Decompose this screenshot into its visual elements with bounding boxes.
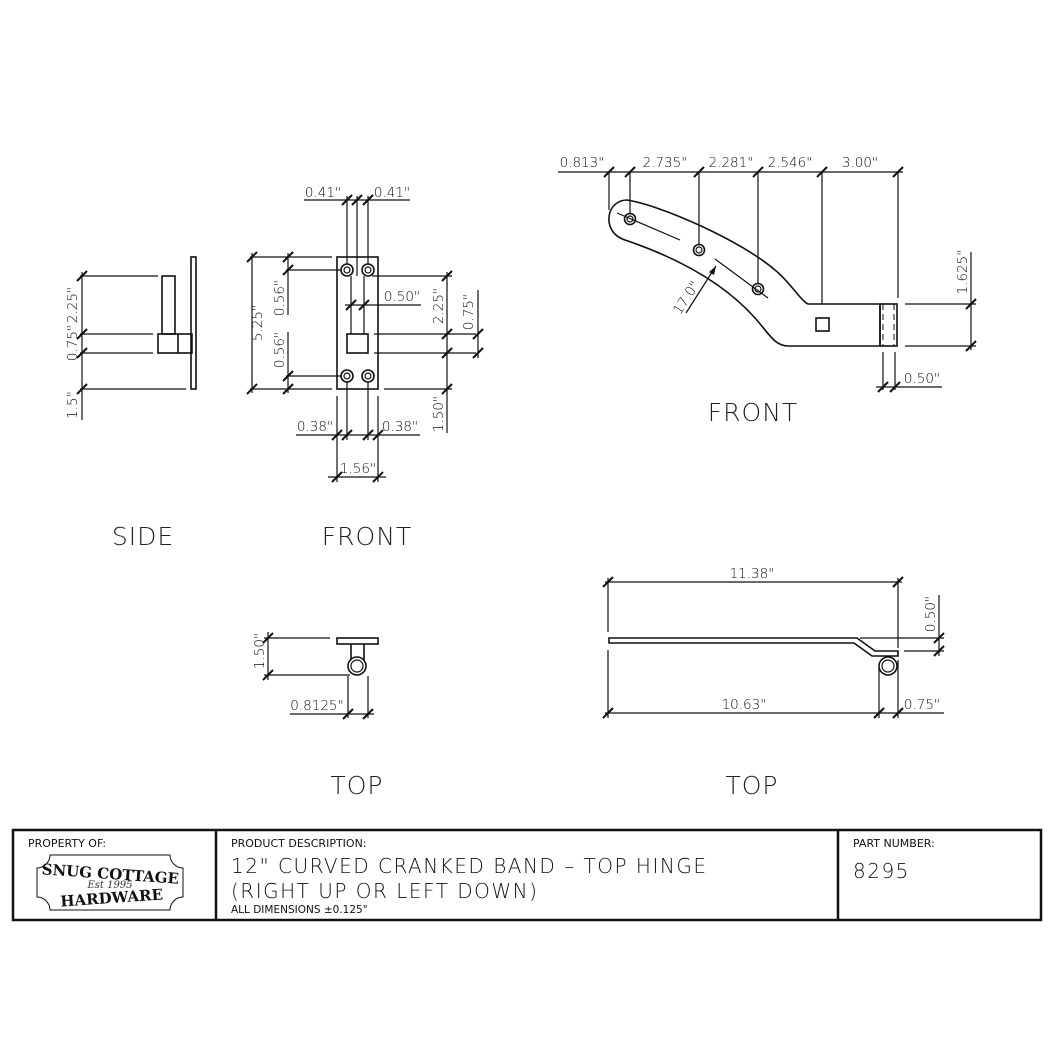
top-band-dim-strap: 10.63" [722, 697, 767, 713]
front-plate-body [336, 256, 379, 390]
band-dim-seg1: 0.813" [560, 155, 605, 171]
front-dim-pin-width: 0.50" [384, 289, 420, 305]
logo-est: Est 1995 [86, 880, 132, 891]
band-dim-radius: 17.0" [670, 278, 703, 317]
top-band-dim-knuckle: 0.75" [904, 697, 940, 713]
band-dim-seg4: 2.546" [768, 155, 813, 171]
band-dim-seg5: 3.00" [842, 155, 878, 171]
band-knuckle [879, 303, 898, 347]
front-dim-pin-to-bottom: 1.50" [431, 396, 447, 432]
front-dim-hole-right: 0.41" [374, 185, 410, 201]
top-band-strap [608, 637, 899, 657]
top-band-view: 11.38" 0.50" 10.63" 0.75" TOP [602, 566, 945, 800]
front-dim-overall-width: 1.56" [340, 461, 376, 477]
band-dim-seg2: 2.735" [643, 155, 688, 171]
side-dim-lower: 1.5" [65, 391, 81, 419]
top-plate-dim-knuckle: 0.8125" [290, 698, 343, 714]
top-plate-body [336, 637, 379, 645]
top-plate-view-label: TOP [330, 771, 383, 800]
front-dim-overall-height: 5.25" [250, 305, 266, 341]
front-dim-pin-height: 0.75" [461, 294, 477, 330]
top-plate-dim-depth: 1.50" [252, 633, 268, 669]
front-dim-pin-to-top: 2.25" [431, 288, 447, 324]
front-dim-hole-bottom: 0.56" [272, 332, 288, 368]
side-boss [157, 333, 193, 354]
tolerance-note: ALL DIMENSIONS ±0.125" [231, 904, 368, 916]
side-dim-middle: 0.75" [65, 325, 81, 361]
side-plate [190, 256, 197, 390]
front-dim-hole-left: 0.41" [305, 185, 341, 201]
front-plate-view: 0.41" 0.41" 5.25" 0.56" 0.56" 0.50" [246, 185, 484, 551]
description-line1: 12" CURVED CRANKED BAND – TOP HINGE [231, 854, 707, 878]
side-view: 2.25" 0.75" 1.5" SIDE [65, 256, 197, 551]
band-dim-seg3: 2.281" [709, 155, 754, 171]
logo-line2: HARDWARE [60, 885, 164, 910]
front-band-view: 17.0" 0.813" 2.735" 2.281" 2.546" 3.00" … [558, 155, 977, 427]
front-band-view-label: FRONT [708, 398, 798, 427]
top-band-dim-overall: 11.38" [730, 566, 775, 582]
front-dim-edge-left: 0.38" [297, 419, 333, 435]
front-plate-view-label: FRONT [322, 522, 412, 551]
band-dim-width: 1.625" [955, 250, 971, 295]
band-dim-knuckle: 0.50" [904, 371, 940, 387]
band-outline [608, 199, 881, 347]
description-line2: (RIGHT UP OR LEFT DOWN) [231, 879, 538, 903]
side-dim-upper: 2.25" [65, 287, 81, 323]
company-logo: SNUG COTTAGE Est 1995 HARDWARE [36, 854, 184, 911]
top-band-dim-offset: 0.50" [923, 596, 939, 632]
band-holes [623, 212, 765, 296]
mounting-holes [340, 263, 375, 383]
front-dim-edge-right: 0.38" [382, 419, 418, 435]
front-pin-boss [346, 333, 369, 354]
top-plate-eye [347, 656, 367, 676]
side-pin [161, 275, 176, 335]
description-label: PRODUCT DESCRIPTION: [231, 837, 367, 850]
band-square-hole [815, 317, 830, 332]
part-number-label: PART NUMBER: [853, 837, 935, 850]
part-number: 8295 [853, 859, 910, 883]
title-block: PROPERTY OF: SNUG COTTAGE Est 1995 HARDW… [11, 828, 1043, 922]
side-view-label: SIDE [112, 522, 174, 551]
top-band-eye [878, 656, 898, 676]
top-band-view-label: TOP [725, 771, 778, 800]
property-label: PROPERTY OF: [28, 837, 106, 850]
top-plate-view: 1.50" 0.8125" TOP [252, 632, 383, 800]
front-dim-hole-top: 0.56" [272, 280, 288, 316]
